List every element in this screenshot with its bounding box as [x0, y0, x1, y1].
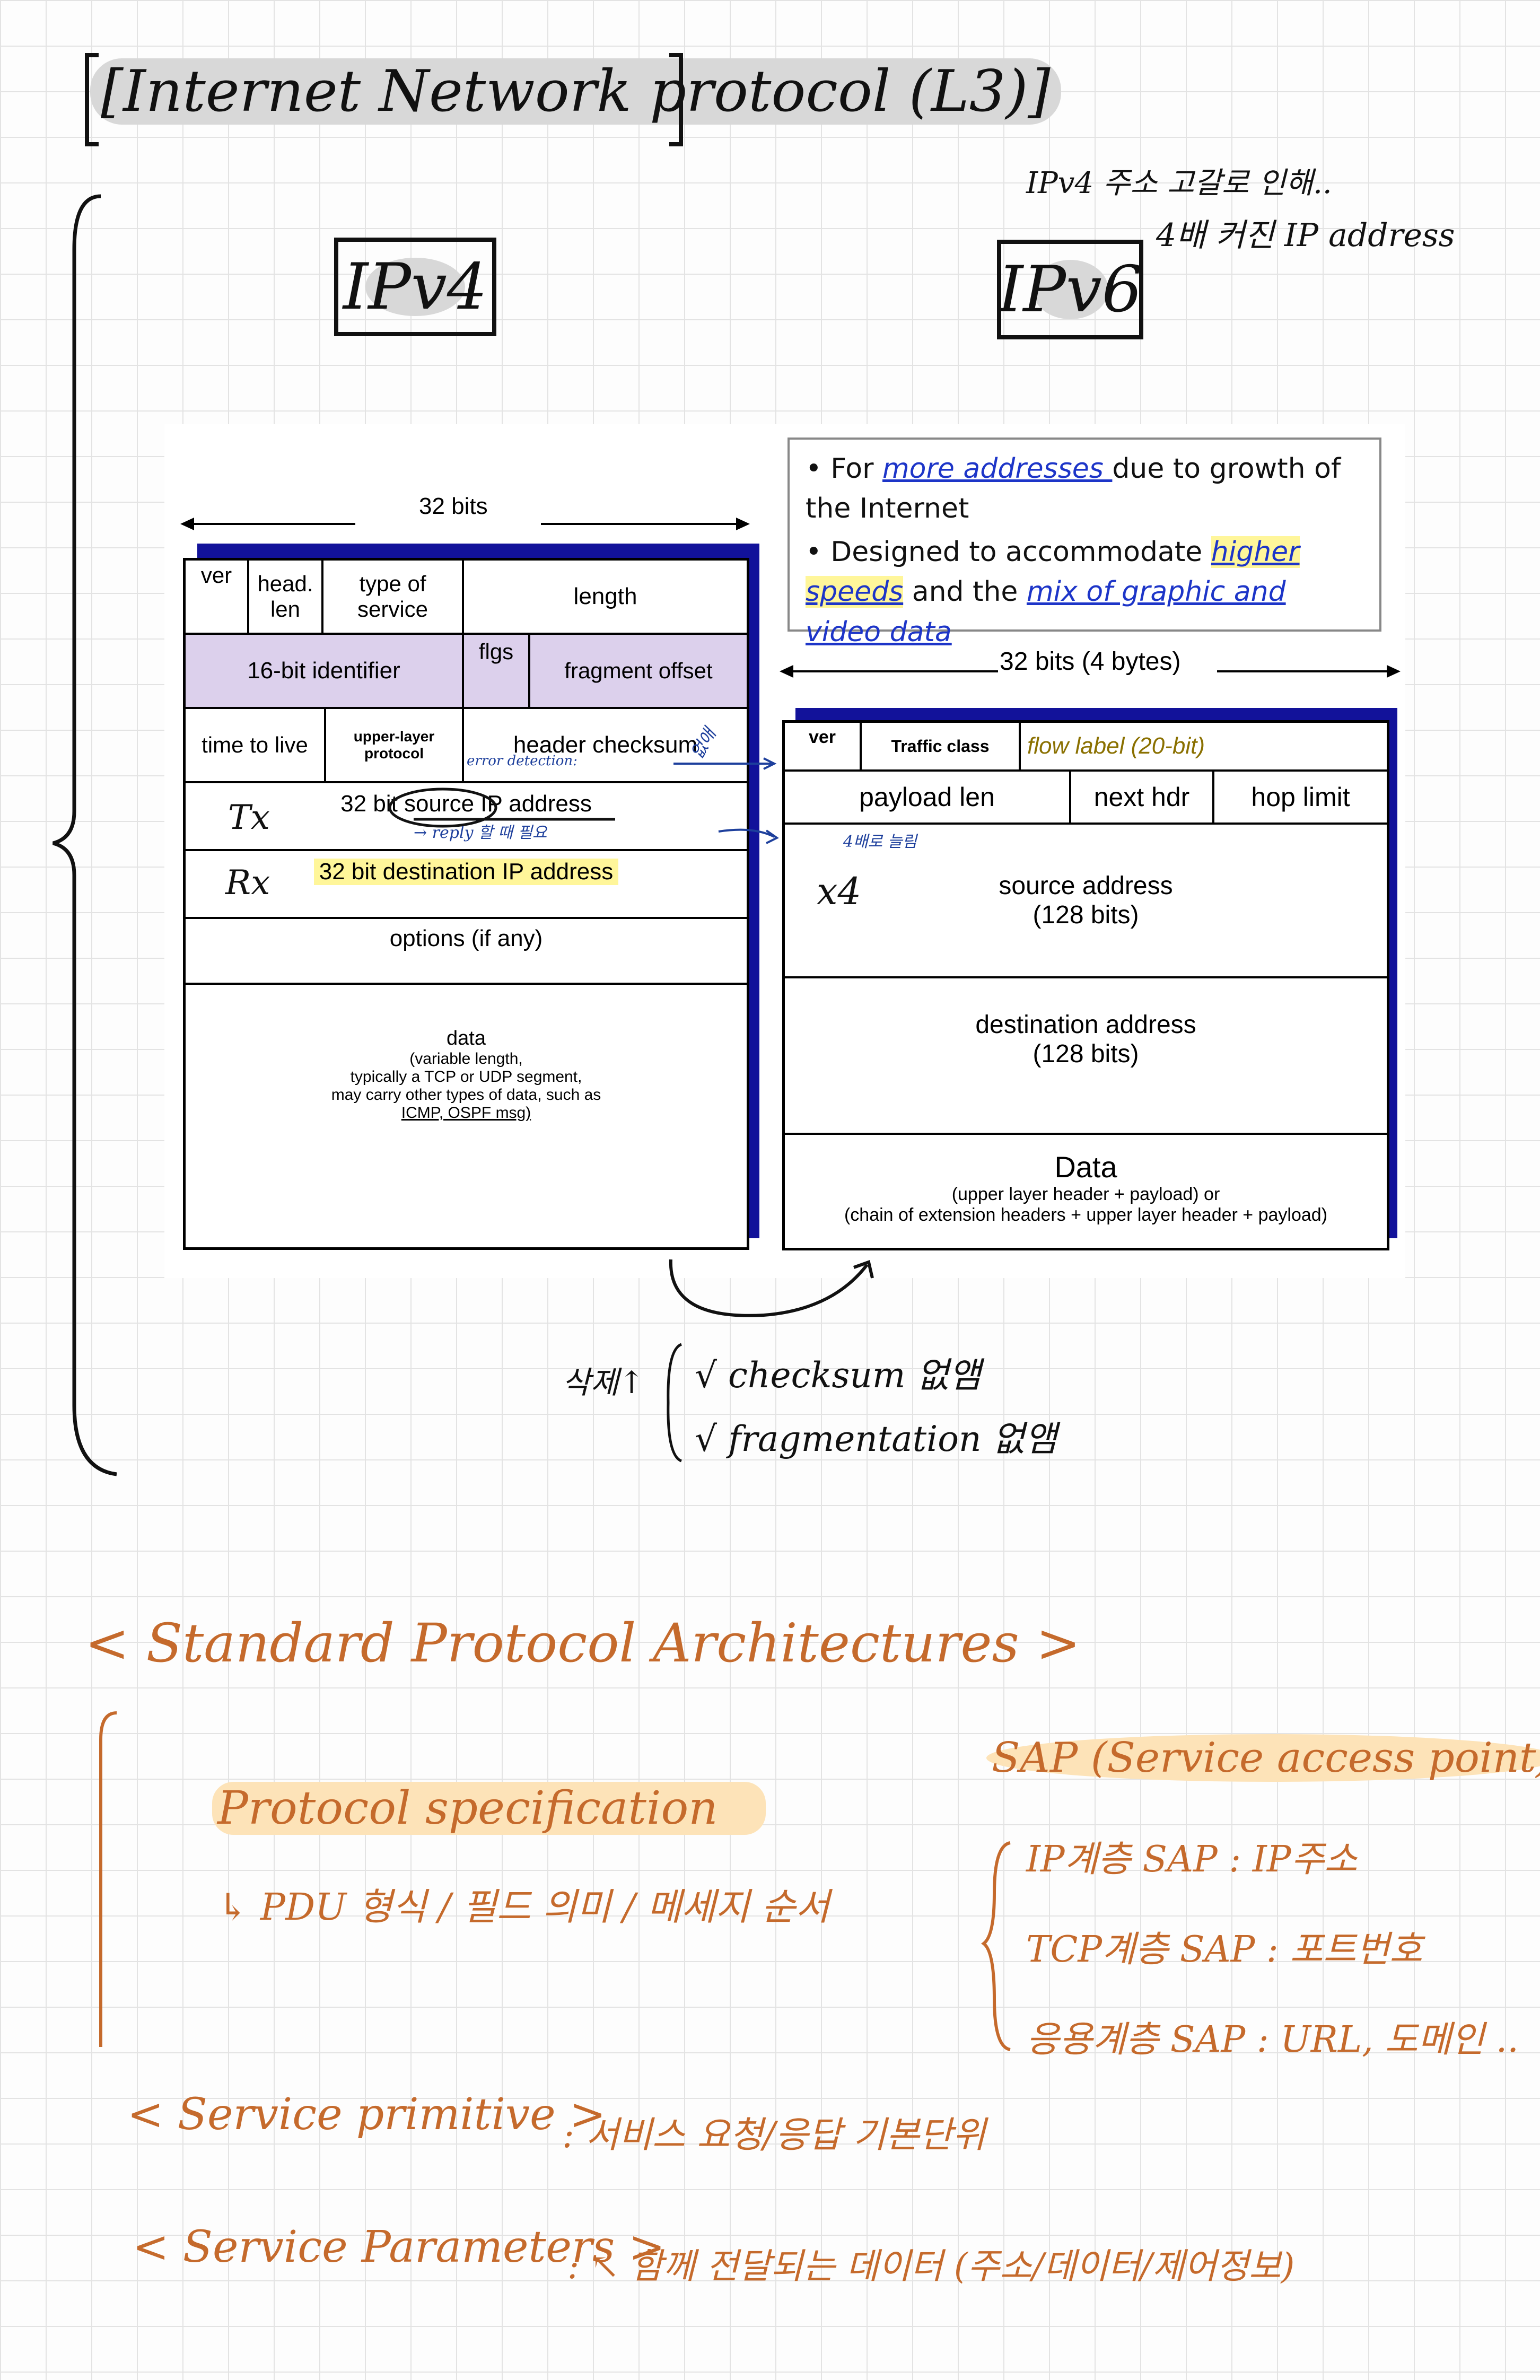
- ipv4-dst-address: 32 bit destination IP address: [186, 851, 747, 919]
- ipv4-bits-arrow-right: [736, 518, 750, 530]
- page-title: [Internet Network protocol (L3)]: [90, 58, 1061, 125]
- ipv6-hop-limit: hop limit: [1214, 772, 1387, 825]
- ipv6-bits-line-right: [1217, 670, 1387, 672]
- ipv6-bullet-2: • Designed to accommodate higher speeds …: [806, 536, 1300, 648]
- removed-label: 삭제↑: [562, 1364, 645, 1401]
- ipv4-identifier: 16-bit identifier: [186, 635, 464, 709]
- removed-checksum: √ checksum 없앰: [695, 1355, 981, 1396]
- ipv6-header: ver Traffic class flow label (20-bit) pa…: [782, 720, 1389, 1250]
- ipv6-traffic-class: Traffic class: [862, 723, 1021, 772]
- ipv4-bits-line-left: [191, 523, 355, 525]
- ip-header-diagram: 32 bits ver head. len type of service le…: [164, 424, 1405, 1278]
- section1-brace: [52, 194, 117, 1476]
- sap-app: 응용계층 SAP : URL, 도메인 ..: [1026, 2019, 1519, 2061]
- ipv4-upper-layer: upper-layer protocol: [326, 709, 464, 783]
- removed-fragmentation: √ fragmentation 없앰: [695, 1419, 1057, 1459]
- source-circle: [388, 788, 615, 828]
- ipv4-src-address: 32 bit source IP address: [186, 783, 747, 851]
- title-bracket-right: [669, 53, 683, 146]
- ipv6-bullets: • For more addresses due to growth of th…: [788, 438, 1381, 648]
- service-parameters-desc: : ↖ 함께 전달되는 데이터 (주소/데이터/제어정보): [567, 2246, 1295, 2287]
- ipv6-flow-label: flow label (20-bit): [1021, 723, 1387, 772]
- protocol-specification: Protocol specification: [212, 1782, 766, 1835]
- rx-label: Rx: [225, 863, 270, 903]
- ipv6-bits-label: 32 bits (4 bytes): [1000, 648, 1181, 676]
- ipv6-note-2: 4배 커진 IP address: [1156, 217, 1455, 254]
- x4-label: x4: [817, 870, 862, 913]
- ipv4-flags: flgs: [464, 635, 530, 709]
- ipv4-length: length: [464, 561, 747, 635]
- x4-note: 4배로 늘림: [843, 833, 917, 851]
- section2-heading: < Standard Protocol Architectures >: [85, 1612, 1081, 1674]
- ipv6-data: Data (upper layer header + payload) or (…: [844, 1150, 1328, 1225]
- ipv4-label-box: IPv4: [334, 238, 496, 336]
- ipv6-note-1: IPv4 주소 고갈로 인해..: [1026, 166, 1332, 200]
- ipv4-ttl: time to live: [186, 709, 326, 783]
- ipv6-label-box: IPv6: [997, 240, 1143, 339]
- ipv4-fragment-offset: fragment offset: [530, 635, 747, 709]
- sap-ip: IP계층 SAP : IP주소: [1026, 1839, 1358, 1880]
- sap-brace: [981, 1841, 1011, 2051]
- ipv4-tos: type of service: [323, 561, 464, 635]
- ipv4-ver: ver: [186, 561, 249, 635]
- ipv4-to-ipv6-curve-arrow: [669, 1259, 874, 1317]
- tx-label: Tx: [228, 798, 270, 837]
- error-detection-note: error detection:: [467, 753, 578, 769]
- ipv6-bits-arrow-left: [780, 665, 793, 678]
- ipv4-bits-line-right: [541, 523, 737, 525]
- ipv4-head-len: head. len: [249, 561, 323, 635]
- ipv6-bullet-1: • For more addresses due to growth of th…: [806, 453, 1341, 525]
- service-primitive-desc: : 서비스 요청/응답 기본단위: [562, 2114, 986, 2156]
- ipv4-header: ver head. len type of service length 16-…: [183, 558, 749, 1250]
- ipv4-bits-label: 32 bits: [419, 493, 488, 519]
- ipv6-bits-line-left: [791, 670, 998, 672]
- ipv6-ver: ver: [785, 723, 862, 772]
- title-bracket-left: [85, 53, 99, 146]
- ipv6-payload-len: payload len: [785, 772, 1071, 825]
- section2-brace: [99, 1711, 117, 2047]
- checksum-arrow: [673, 757, 777, 770]
- ipv4-header-checksum: header checksum: [464, 709, 747, 783]
- src-to-ipv6-arrow: [718, 828, 779, 844]
- ipv6-bits-arrow-right: [1387, 665, 1401, 678]
- sap-title: SAP (Service access point): [986, 1734, 1540, 1782]
- ipv4-options: options (if any): [186, 919, 747, 985]
- service-primitive-title: < Service primitive >: [127, 2089, 606, 2140]
- ipv6-dst-address: destination address(128 bits): [785, 978, 1387, 1135]
- ipv6-src-address: source address(128 bits): [785, 825, 1387, 978]
- service-parameters-title: < Service Parameters >: [133, 2222, 666, 2272]
- pdu-description: ↳ PDU 형식 / 필드 의미 / 메세지 순서: [217, 1885, 830, 1929]
- removed-brace: [667, 1343, 682, 1463]
- ipv4-data: data (variable length, typically a TCP o…: [331, 1027, 601, 1122]
- ipv6-next-hdr: next hdr: [1071, 772, 1214, 825]
- sap-tcp: TCP계층 SAP : 포트번호: [1026, 1929, 1423, 1971]
